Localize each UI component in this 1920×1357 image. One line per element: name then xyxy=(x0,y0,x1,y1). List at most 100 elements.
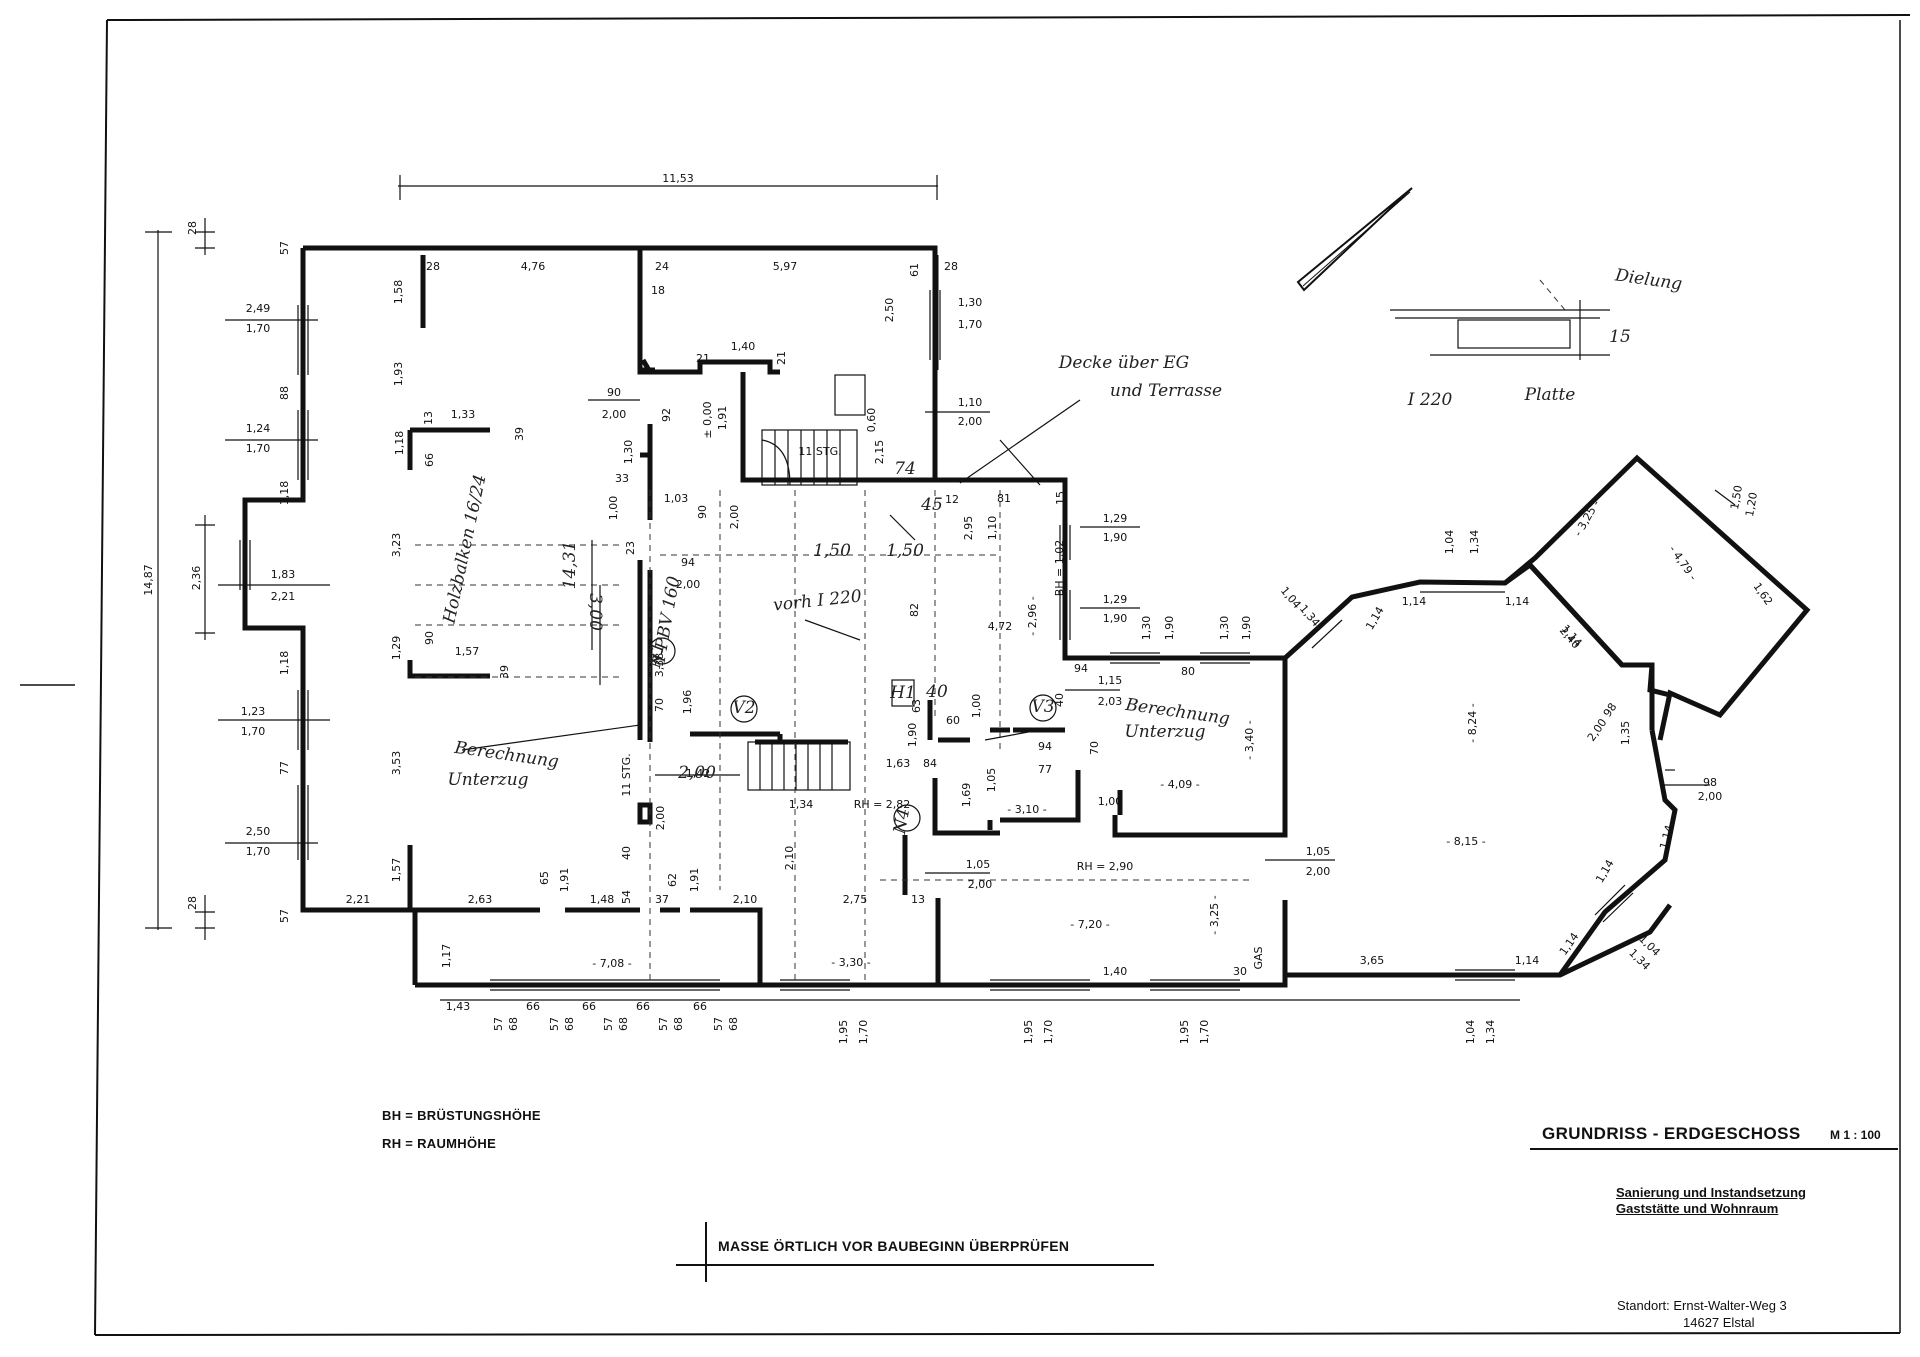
dim-dimensions-right_rooms-0: 1,29 xyxy=(1103,512,1128,525)
dim-dimensions-core-9: 1,10 xyxy=(958,396,983,409)
dim-dimensions-bottom-23: 1,70 xyxy=(1198,1020,1211,1045)
dim-dimensions-interior-15: 2,63 xyxy=(468,893,493,906)
dim-dimensions-core-27: 15 xyxy=(1054,491,1067,505)
dim-dimensions-core-13: 1,00 xyxy=(607,496,620,521)
dim-dimensions-bottom-15: 66 xyxy=(693,1000,707,1013)
dim-handwritten-detail_label: Dielung xyxy=(1613,265,1684,294)
drawing-title: GRUNDRISS - ERDGESCHOSS xyxy=(1542,1124,1801,1143)
dim-dimensions-core-48: 82 xyxy=(908,603,921,617)
dim-dimensions-core-50: - 2,96 - xyxy=(1026,596,1039,635)
dim-handwritten-detail_i: I 220 xyxy=(1407,390,1453,410)
dim-dimensions-core-41: 60 xyxy=(946,714,960,727)
dim-dimensions-left_side-5: 1,24 xyxy=(246,422,271,435)
dim-dimensions-interior-0: 1,58 xyxy=(392,280,405,305)
dim-dimensions-interior-14: 2,21 xyxy=(346,893,371,906)
dim-dimensions-interior-17: 1,91 xyxy=(558,868,571,893)
beam-detail-sketch xyxy=(1390,279,1610,360)
dim-dimensions-octagon-22: - 4,79 - xyxy=(1666,543,1699,583)
dim-dimensions-right_rooms-21: - 7,20 - xyxy=(1070,918,1109,931)
dim-dimensions-left_side-0: 28 xyxy=(186,221,199,235)
dim-dimensions-core-28: 3,38 xyxy=(653,653,666,678)
dim-dimensions-core-18: 94 xyxy=(681,556,695,569)
dim-dimensions-right_rooms-17: 2,00 xyxy=(968,878,993,891)
dim-dimensions-right_rooms-1: 1,90 xyxy=(1103,531,1128,544)
dim-dimensions-left_side-13: 1,70 xyxy=(241,725,266,738)
dim-dimensions-interior-19: 54 xyxy=(620,890,633,904)
dim-dimensions-octagon-9: - 8,15 - xyxy=(1446,835,1485,848)
dim-dimensions-core-12: 33 xyxy=(615,472,629,485)
dim-dimensions-rooms_top-4: 61 xyxy=(908,263,921,277)
dim-handwritten-dim_200: 2,00 xyxy=(677,763,716,783)
dim-dimensions-octagon-15: 2,00 xyxy=(1698,790,1723,803)
dim-handwritten-marks-3: N4 xyxy=(890,807,914,837)
dim-dimensions-core-14: 1,03 xyxy=(664,492,689,505)
dim-dimensions-core-34: 40 xyxy=(620,846,633,860)
dim-dimensions-interior-1: 1,93 xyxy=(392,362,405,387)
dim-dimensions-bottom-19: 1,70 xyxy=(857,1020,870,1045)
dim-dimensions-interior-11: 39 xyxy=(498,665,511,679)
dim-dimensions-interior-16: 65 xyxy=(538,871,551,885)
verification-notice: MASSE ÖRTLICH VOR BAUBEGINN ÜBERPRÜFEN xyxy=(718,1238,1070,1254)
dim-dimensions-bottom-12: 66 xyxy=(636,1000,650,1013)
dim-dimensions-left_side-4: 88 xyxy=(278,386,291,400)
dim-dimensions-left_side-9: 1,83 xyxy=(271,568,296,581)
dim-dimensions-interior-12: 3,53 xyxy=(390,751,403,776)
dim-dimensions-core-2: 92 xyxy=(660,408,673,422)
dim-dimensions-rooms_top-8: 1,70 xyxy=(958,318,983,331)
dim-handwritten-terrace: und Terrasse xyxy=(1110,381,1222,401)
dim-dimensions-bottom-7: 57 xyxy=(548,1017,561,1031)
dim-dimensions-core-0: 90 xyxy=(607,386,621,399)
dim-dimensions-right_rooms-13: 1,00 xyxy=(1098,795,1123,808)
dim-dimensions-core-36: 2,10 xyxy=(783,846,796,871)
dim-dimensions-right_rooms-4: 1,30 xyxy=(1140,616,1153,641)
dim-dimensions-bottom-25: 1,34 xyxy=(1484,1020,1497,1045)
dim-dimensions-interior-3: 1,33 xyxy=(451,408,476,421)
upper-stair xyxy=(761,374,866,486)
dim-handwritten-dim_1431: 14,31 xyxy=(560,541,580,590)
dim-dimensions-left_side-6: 1,70 xyxy=(246,442,271,455)
dim-dimensions-interior-21: 62 xyxy=(666,873,679,887)
dim-dimensions-core-24: 2,95 xyxy=(962,516,975,541)
dim-dimensions-bottom-24: 1,04 xyxy=(1464,1020,1477,1045)
dim-dimensions-left_side-15: 2,50 xyxy=(246,825,271,838)
dim-dimensions-right_rooms-5: 1,90 xyxy=(1163,616,1176,641)
project-line-2: Gaststätte und Wohnraum xyxy=(1616,1201,1779,1216)
dim-dimensions-right_rooms-18: RH = 2,90 xyxy=(1077,860,1134,873)
dim-dimensions-overall_depth: 14,87 xyxy=(142,564,155,596)
dim-dimensions-core-1: 2,00 xyxy=(602,408,627,421)
dim-dimensions-core-30: 1,96 xyxy=(681,690,694,715)
dim-handwritten-calc1_a: Berechnung xyxy=(452,738,560,773)
dim-dimensions-core-38: 1,63 xyxy=(886,757,911,770)
dim-dimensions-right_rooms-10: 1,15 xyxy=(1098,674,1123,687)
annotation-leaders xyxy=(461,399,1081,751)
dim-dimensions-octagon-12: 2,00 xyxy=(1585,716,1610,744)
dim-dimensions-bottom-8: 68 xyxy=(563,1017,576,1031)
dim-dimensions-bottom-5: 68 xyxy=(507,1017,520,1031)
dim-dimensions-left_side-18: 28 xyxy=(186,896,199,910)
lower-stair xyxy=(747,741,851,791)
dim-dimensions-core-11: 1,30 xyxy=(622,440,635,465)
dim-dimensions-octagon-11: 98 xyxy=(1601,701,1620,720)
dim-handwritten-detail_plate: Platte xyxy=(1524,385,1576,405)
dim-dimensions-interior-13: 1,57 xyxy=(390,858,403,883)
dim-dimensions-core-7: 1,40 xyxy=(731,340,756,353)
dim-dimensions-core-37: RH = 2,82 xyxy=(854,798,911,811)
dim-dimensions-right_rooms-2: 1,29 xyxy=(1103,593,1128,606)
dim-handwritten-marks-2: V3 xyxy=(1031,697,1054,717)
dim-dimensions-core-4: ± 0,00 xyxy=(701,401,714,438)
dim-dimensions-left_side-17: 57 xyxy=(278,909,291,923)
dim-dimensions-interior-9: 90 xyxy=(423,631,436,645)
dim-dimensions-core-52: 40 xyxy=(1053,693,1066,707)
dim-dimensions-octagon-6: 1,14 xyxy=(1505,595,1530,608)
dim-dimensions-left_side-11: 1,18 xyxy=(278,651,291,676)
dim-dimensions-rooms_top-1: 4,76 xyxy=(521,260,546,273)
dim-dimensions-octagon-14: 98 xyxy=(1703,776,1717,789)
dim-dimensions-octagon-1: 1,34 xyxy=(1468,530,1481,555)
dim-dimensions-right_rooms-8: 94 xyxy=(1074,662,1088,675)
dim-dimensions-octagon-13: 1,35 xyxy=(1619,721,1632,746)
north-arrow-icon xyxy=(1296,187,1413,292)
dim-dimensions-right_rooms-7: 1,90 xyxy=(1240,616,1253,641)
dim-dimensions-core-17: 23 xyxy=(624,541,637,555)
dimension-lines xyxy=(145,175,1710,1001)
dim-dimensions-interior-10: 1,57 xyxy=(455,645,480,658)
